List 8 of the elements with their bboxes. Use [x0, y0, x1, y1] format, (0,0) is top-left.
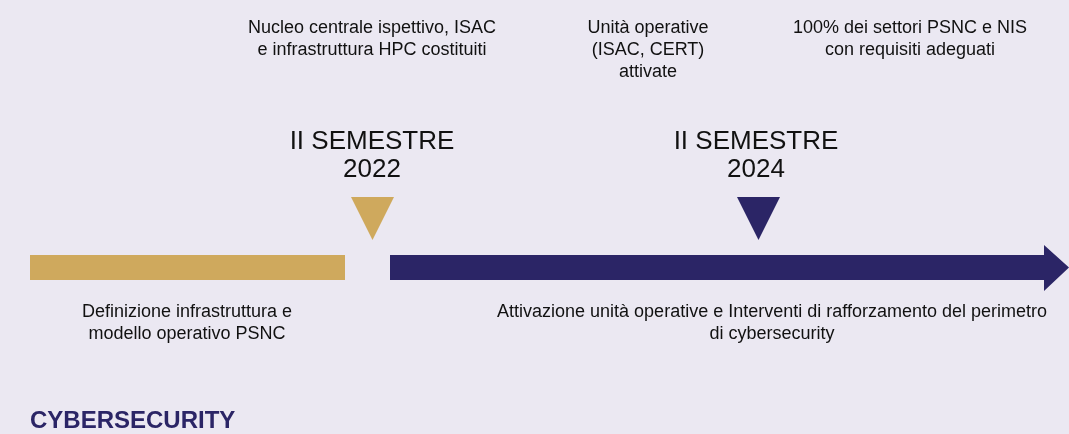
milestone-description: 100% dei settori PSNC e NIS con requisiti adeguati — [791, 16, 1029, 60]
milestone-description: Unità operative (ISAC, CERT) attivate — [586, 16, 710, 82]
section-title: CYBERSECURITY — [30, 406, 236, 434]
phase-description: Definizione infrastruttura e modello operativo PSNC — [80, 300, 294, 344]
milestone-date: II SEMESTRE 2022 — [288, 126, 456, 182]
milestone-description: Nucleo centrale ispettivo, ISAC e infrastruttura HPC costituiti — [247, 16, 497, 60]
milestone-date: II SEMESTRE 2024 — [672, 126, 840, 182]
phase-description: Attivazione unità operative e Interventi di rafforzamento del perimetro di cybersecurity — [496, 300, 1048, 344]
